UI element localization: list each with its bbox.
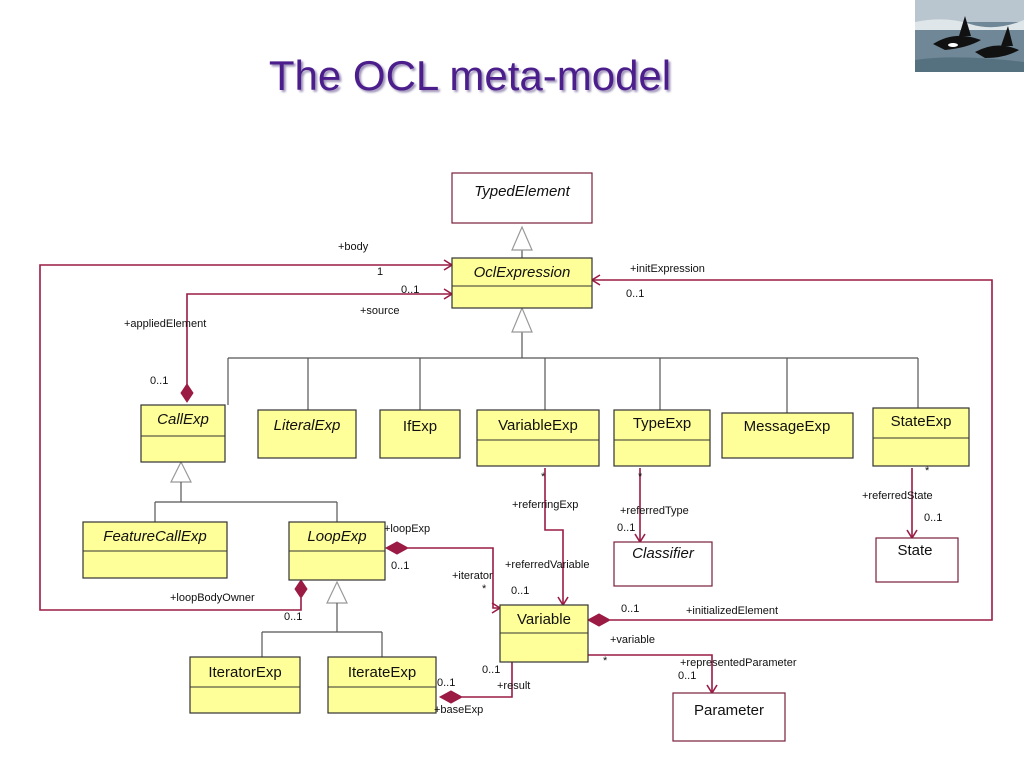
label-variable-mult: * — [603, 655, 608, 667]
class-name: IteratorExp — [208, 664, 281, 681]
class-name: State — [897, 542, 932, 559]
label-loop-exp: +loopExp — [384, 523, 430, 535]
class-iteratorexp: IteratorExp — [189, 656, 301, 714]
class-name: MessageExp — [744, 418, 831, 435]
label-referred-state: +referredState — [862, 490, 933, 502]
class-name: IfExp — [403, 418, 437, 435]
generalization-oclexpression-typedelement — [511, 225, 533, 258]
class-state: State — [875, 537, 959, 583]
label-state-mult: 0..1 — [924, 512, 942, 524]
diamond-iterateexp-result — [438, 690, 464, 704]
label-represented-parameter-mult: 0..1 — [678, 670, 696, 682]
label-result: +result — [497, 680, 530, 692]
label-variable-role: +variable — [610, 634, 655, 646]
class-callexp: CallExp — [140, 404, 226, 463]
generalization-tree-loopexp — [261, 580, 383, 657]
label-body-mult: 1 — [377, 266, 383, 278]
class-name: LoopExp — [307, 528, 366, 545]
class-stateexp: StateExp — [872, 407, 970, 467]
class-name: StateExp — [891, 413, 952, 430]
label-referred-variable-mult: 0..1 — [511, 585, 529, 597]
label-body: +body — [338, 241, 369, 253]
label-referred-variable: +referredVariable — [505, 559, 589, 571]
generalization-tree-callexp — [154, 460, 338, 522]
class-name: Variable — [517, 611, 571, 628]
class-ifexp: IfExp — [379, 409, 461, 459]
label-loop-body-owner: +loopBodyOwner — [170, 592, 255, 604]
label-base-exp-mult: 0..1 — [437, 677, 455, 689]
class-iterateexp: IterateExp — [327, 656, 437, 714]
class-classifier: Classifier — [613, 541, 713, 587]
class-typedelement: TypedElement — [451, 172, 593, 224]
association-edges — [39, 264, 993, 698]
generalization-tree-oclexpression — [227, 306, 919, 413]
class-oclexpression: OclExpression — [451, 257, 593, 309]
class-loopexp: LoopExp — [288, 521, 386, 581]
diamond-loopexp-body — [294, 579, 308, 599]
class-typeexp: TypeExp — [613, 409, 711, 467]
diamond-loopexp-iterator — [384, 541, 410, 555]
label-init-expression-mult: 0..1 — [626, 288, 644, 300]
class-name: FeatureCallExp — [103, 528, 206, 545]
class-name: Classifier — [632, 545, 695, 562]
label-iterator-mult: * — [482, 583, 487, 595]
label-referring-exp: +referringExp — [512, 499, 578, 511]
label-applied-element: +appliedElement — [124, 318, 206, 330]
class-name: Parameter — [694, 702, 764, 719]
label-source-mult: 0..1 — [401, 284, 419, 296]
composition-diamonds — [180, 383, 612, 704]
class-name: VariableExp — [498, 417, 578, 434]
class-name: LiteralExp — [274, 417, 341, 434]
label-referring-exp-mult: * — [541, 471, 546, 483]
label-initialized-element: +initializedElement — [686, 605, 778, 617]
label-iterator: +iterator — [452, 570, 493, 582]
label-referred-state-mult: * — [925, 465, 930, 477]
slide-title: The OCL meta-model — [268, 52, 672, 99]
association-labels: +body 1 0..1 +source +appliedElement 0..… — [124, 241, 942, 716]
label-base-exp: +baseExp — [434, 704, 483, 716]
label-referred-type-mult: * — [638, 471, 643, 483]
label-result-mult: 0..1 — [482, 664, 500, 676]
class-featurecallexp: FeatureCallExp — [82, 521, 228, 579]
class-name: TypedElement — [474, 183, 570, 200]
class-variableexp: VariableExp — [476, 409, 600, 467]
class-variable: Variable — [499, 604, 589, 663]
label-classifier-mult: 0..1 — [617, 522, 635, 534]
label-loop-exp-mult: 0..1 — [391, 560, 409, 572]
class-messageexp: MessageExp — [721, 412, 854, 459]
label-loop-body-owner-mult: 0..1 — [284, 611, 302, 623]
label-referred-type: +referredType — [620, 505, 689, 517]
diamond-callexp — [180, 383, 194, 403]
class-parameter: Parameter — [672, 692, 786, 742]
class-name: IterateExp — [348, 664, 416, 681]
diamond-variable-init — [586, 613, 612, 627]
class-name: OclExpression — [474, 264, 571, 281]
class-literalexp: LiteralExp — [257, 409, 357, 459]
class-name: TypeExp — [633, 415, 691, 432]
label-initialized-element-mult: 0..1 — [621, 603, 639, 615]
label-source: +source — [360, 305, 399, 317]
label-represented-parameter: +representedParameter — [680, 657, 797, 669]
class-name: CallExp — [157, 411, 209, 428]
label-init-expression: +initExpression — [630, 263, 705, 275]
label-applied-element-mult: 0..1 — [150, 375, 168, 387]
orca-whales-photo-icon — [915, 0, 1024, 72]
